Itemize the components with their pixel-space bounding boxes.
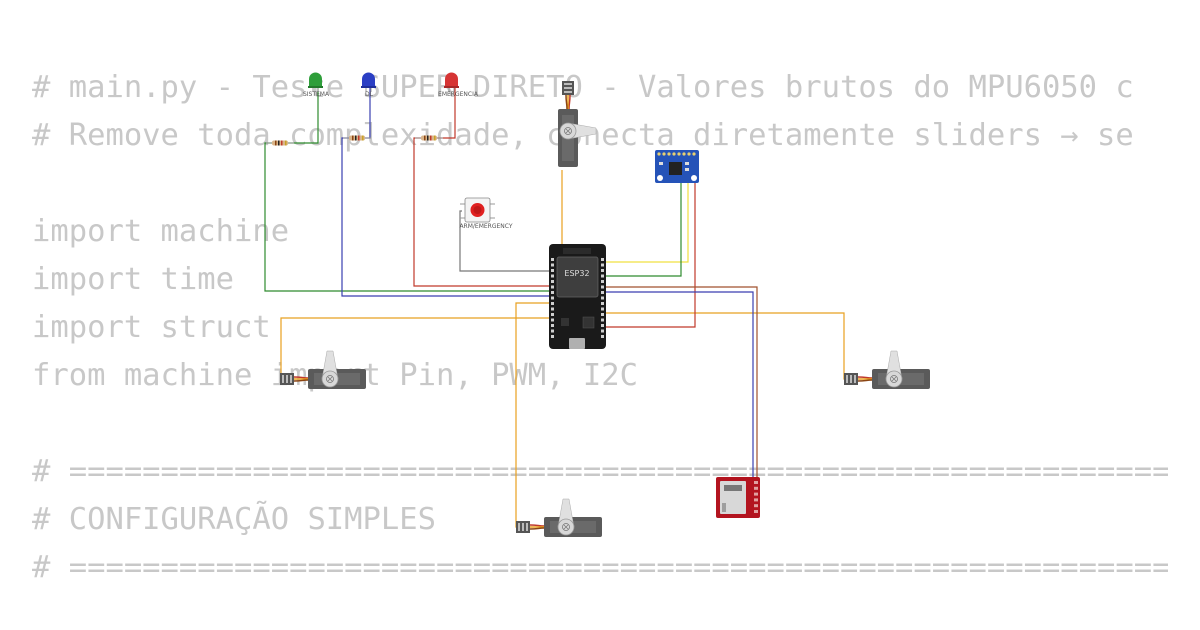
esp32-board: ESP32	[549, 244, 606, 349]
wire-servo-bottom	[515, 302, 549, 528]
code-line-2: # Remove toda complexidade, conecta dire…	[32, 118, 1134, 153]
pin	[601, 318, 604, 322]
code-line-6: import struct	[32, 310, 271, 345]
pin	[601, 296, 604, 300]
resistor-3	[415, 135, 443, 141]
led-sistema[interactable]: SISTEMA	[303, 72, 330, 99]
pin	[672, 152, 676, 156]
pin	[754, 481, 758, 484]
mpu6050-module	[655, 150, 699, 183]
servo-top	[557, 80, 597, 168]
code-line-1: # main.py - Teste SUPER DIRETO - Valores…	[32, 70, 1134, 105]
pin	[601, 324, 604, 327]
pin	[601, 329, 604, 333]
pin	[601, 307, 604, 311]
code-line-7: from machine import Pin, PWM, I2C	[32, 358, 638, 393]
wire-servo-right	[606, 312, 848, 380]
pin	[601, 302, 604, 305]
resistor-2	[343, 135, 371, 141]
button-label: ARM/EMERGENCY	[459, 223, 512, 230]
pin	[551, 296, 554, 300]
pin	[692, 152, 696, 156]
pin	[551, 274, 554, 278]
code-line-10: # CONFIGURAÇÃO SIMPLES	[32, 502, 436, 537]
pin	[551, 269, 554, 272]
sd-card-module	[716, 477, 760, 518]
wire-mpu-green	[606, 182, 682, 277]
pin	[601, 258, 604, 261]
esp32-pins-right	[601, 258, 604, 338]
pin	[677, 152, 681, 156]
pin	[601, 280, 604, 283]
wire-sd-blue	[606, 291, 754, 484]
pin	[551, 302, 554, 305]
pin	[551, 280, 554, 283]
push-button[interactable]: ARM/EMERGENCY	[459, 197, 513, 230]
wire-sd-brown	[606, 286, 758, 484]
wire-red-led	[413, 84, 549, 287]
pin	[551, 263, 554, 267]
pin	[601, 335, 604, 338]
pin	[687, 152, 691, 156]
pin	[551, 329, 554, 333]
resistor-1	[266, 140, 294, 146]
wire-green-led	[264, 84, 549, 292]
esp32-pins-left	[551, 258, 554, 338]
pin	[601, 269, 604, 272]
led-dl[interactable]: DL	[361, 72, 376, 99]
pin	[551, 307, 554, 311]
pin	[601, 263, 604, 267]
pin	[667, 152, 671, 156]
pin	[601, 274, 604, 278]
pin	[754, 492, 758, 496]
pin	[551, 258, 554, 261]
code-line-5: import time	[32, 262, 234, 297]
wire-blue-led	[341, 84, 549, 297]
led-label-dl: DL	[365, 91, 374, 98]
pin	[551, 324, 554, 327]
pin	[551, 285, 554, 289]
pin	[601, 291, 604, 294]
code-line-4: import machine	[32, 214, 290, 249]
led-emergencia[interactable]: EMERGENCIA	[438, 72, 479, 99]
pin	[754, 486, 758, 490]
pin	[551, 335, 554, 338]
pin	[601, 285, 604, 289]
pin	[754, 504, 758, 508]
led-label-emergencia: EMERGENCIA	[438, 91, 479, 98]
pin	[754, 498, 758, 502]
pin	[657, 152, 661, 156]
wire-button	[459, 210, 549, 272]
pin	[551, 313, 554, 316]
pin	[662, 152, 666, 156]
pin	[601, 313, 604, 316]
code-background: # main.py - Teste SUPER DIRETO - Valores…	[32, 70, 1168, 585]
servo-bottom	[515, 498, 603, 538]
servo-left	[279, 350, 367, 390]
code-line-11: # ======================================…	[32, 550, 1168, 585]
esp32-label: ESP32	[564, 269, 589, 278]
pin	[682, 152, 686, 156]
led-label-sistema: SISTEMA	[303, 91, 330, 98]
wire-mpu-yellow	[606, 182, 689, 263]
code-line-9: # ======================================…	[32, 454, 1168, 489]
pin	[754, 510, 758, 513]
wire-mpu-red	[606, 182, 696, 328]
servo-right	[843, 350, 931, 390]
pin	[551, 318, 554, 322]
pin	[551, 291, 554, 294]
